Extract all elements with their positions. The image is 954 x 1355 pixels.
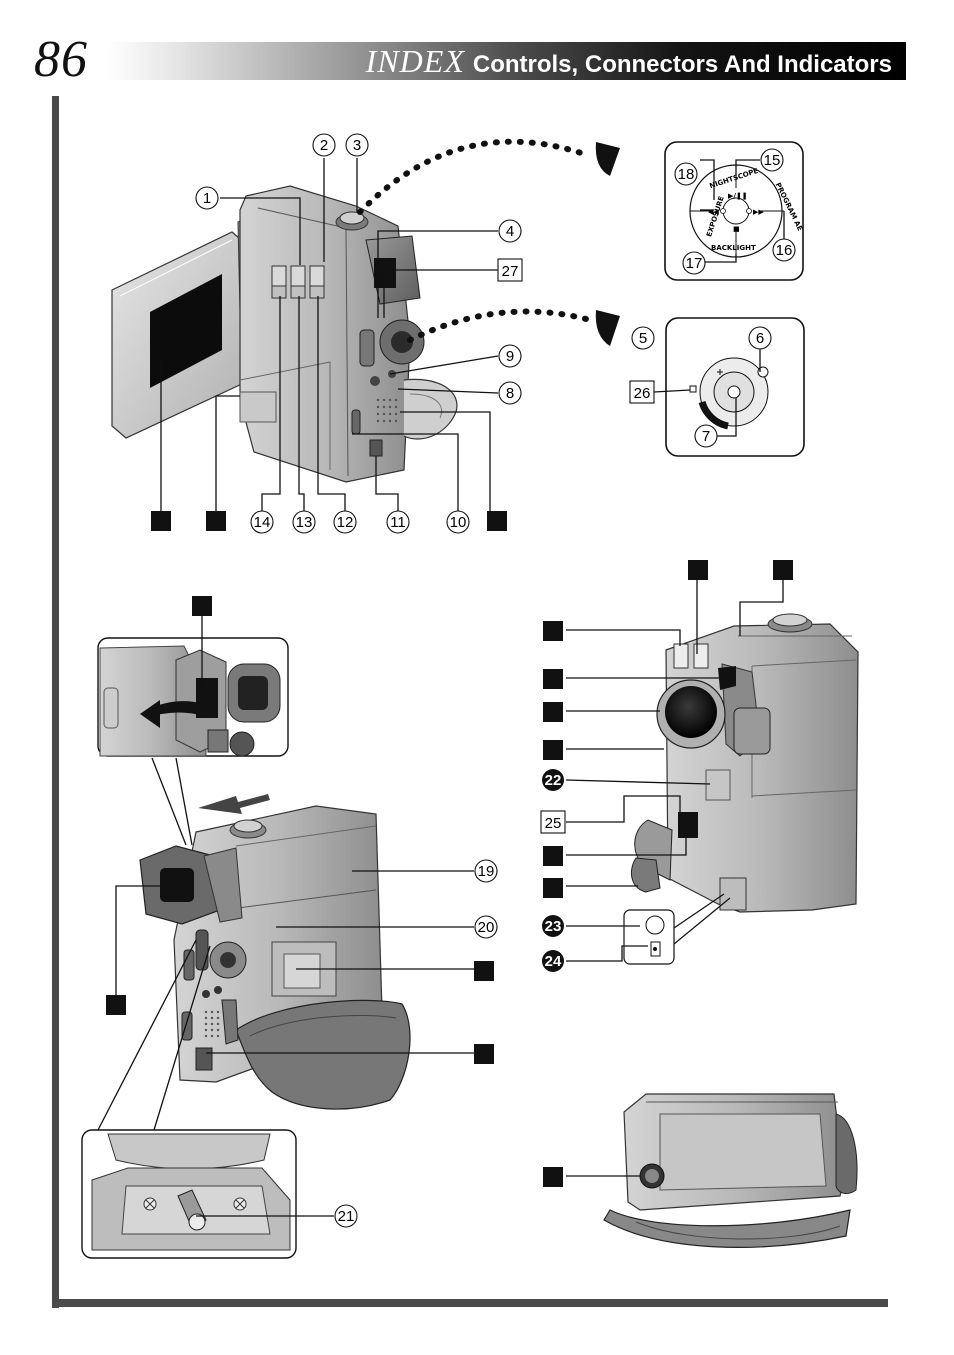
marker-square <box>106 995 126 1015</box>
page-title-subtitle: Controls, Connectors And Indicators <box>472 51 892 78</box>
page-title: INDEX Controls, Connectors And Indicators <box>366 43 892 80</box>
marker-square <box>474 1044 494 1064</box>
svg-text:25: 25 <box>545 815 562 832</box>
callout-15: 15 <box>760 148 784 172</box>
callout-7: 7 <box>694 424 718 448</box>
marker-square <box>688 560 708 580</box>
svg-text:22: 22 <box>545 772 562 789</box>
svg-text:16: 16 <box>776 242 793 259</box>
svg-text:26: 26 <box>634 385 651 402</box>
svg-text:27: 27 <box>502 263 519 280</box>
callout-14: 14 <box>250 510 274 534</box>
power-switch-inset <box>665 317 805 457</box>
svg-text:17: 17 <box>686 255 703 272</box>
svg-text:10: 10 <box>450 514 467 531</box>
marker-square <box>543 669 563 689</box>
svg-text:5: 5 <box>639 330 647 347</box>
callout-12: 12 <box>333 510 357 534</box>
callout-20: 20 <box>474 915 498 939</box>
callout-2: 2 <box>312 133 336 157</box>
callout-10: 10 <box>446 510 470 534</box>
callout-27: 27 <box>497 258 523 282</box>
dial-label-backlight: BACKLIGHT <box>711 244 756 252</box>
marker-square <box>192 596 212 616</box>
callout-1: 1 <box>195 186 219 210</box>
svg-text:13: 13 <box>296 514 313 531</box>
marker-square <box>543 1167 563 1187</box>
camera-top-view-illustration <box>111 185 458 483</box>
svg-text:19: 19 <box>478 863 495 880</box>
frame-bottom-rule <box>52 1299 888 1307</box>
svg-text:12: 12 <box>337 514 354 531</box>
leader-lines <box>115 158 785 1217</box>
svg-text:9: 9 <box>506 348 514 365</box>
marker-squares <box>106 511 793 1187</box>
dial-detail-inset: NIGHTSCOPE EXPOSURE PROGRAM AE BACKLIGHT… <box>664 141 804 281</box>
marker-square <box>474 961 494 981</box>
callout-17: 17 <box>682 251 706 275</box>
header-bar: INDEX Controls, Connectors And Indicators <box>106 42 906 80</box>
camera-rear-view-illustration <box>81 637 411 1259</box>
svg-text:7: 7 <box>702 428 710 445</box>
svg-text:2: 2 <box>320 137 328 154</box>
fast-forward-icon: ▶▶ <box>753 208 764 216</box>
camera-bottom-view-illustration <box>603 1093 858 1248</box>
svg-text:11: 11 <box>390 514 406 531</box>
marker-square <box>543 702 563 722</box>
callout-11: 11 <box>386 510 410 534</box>
marker-square <box>151 511 171 531</box>
callout-13: 13 <box>292 510 316 534</box>
callout-5: 5 <box>631 326 655 350</box>
marker-square <box>543 621 563 641</box>
dotted-arrow-upper <box>357 138 620 215</box>
callout-24: 24 <box>542 950 564 972</box>
svg-text:3: 3 <box>353 137 361 154</box>
page-number: 86 <box>34 31 88 88</box>
callout-4: 4 <box>498 219 522 243</box>
marker-square <box>773 560 793 580</box>
dotted-arrow-lower <box>407 308 620 346</box>
callout-6: 6 <box>748 326 772 350</box>
callout-3: 3 <box>345 133 369 157</box>
rewind-icon: ◀◀ <box>708 208 719 216</box>
marker-square <box>543 846 563 866</box>
callout-26: 26 <box>629 380 655 404</box>
callout-19: 19 <box>474 859 498 883</box>
frame-left-rule <box>52 96 59 1308</box>
svg-text:15: 15 <box>764 152 781 169</box>
stop-icon: ■ <box>733 225 740 233</box>
svg-text:20: 20 <box>478 919 495 936</box>
play-pause-icon: ▶/❚❚ <box>728 192 748 200</box>
callout-9: 9 <box>498 344 522 368</box>
callout-8: 8 <box>498 381 522 405</box>
page-title-index: INDEX <box>365 43 465 79</box>
svg-text:6: 6 <box>756 330 764 347</box>
callout-16: 16 <box>772 238 796 262</box>
svg-text:18: 18 <box>678 166 695 183</box>
callout-18: 18 <box>674 162 698 186</box>
marker-square <box>206 511 226 531</box>
callout-23: 23 <box>542 915 564 937</box>
callout-22: 22 <box>542 769 564 791</box>
callout-25: 25 <box>540 810 566 834</box>
svg-text:23: 23 <box>545 918 562 935</box>
camera-front-view-illustration <box>623 613 859 965</box>
svg-text:14: 14 <box>254 514 271 531</box>
svg-text:1: 1 <box>203 190 211 207</box>
svg-text:8: 8 <box>506 385 514 402</box>
marker-square <box>543 740 563 760</box>
callout-21: 21 <box>334 1204 358 1228</box>
svg-text:4: 4 <box>506 223 514 240</box>
svg-text:21: 21 <box>338 1208 355 1225</box>
svg-text:24: 24 <box>545 953 562 970</box>
marker-square <box>543 878 563 898</box>
marker-square <box>487 511 507 531</box>
